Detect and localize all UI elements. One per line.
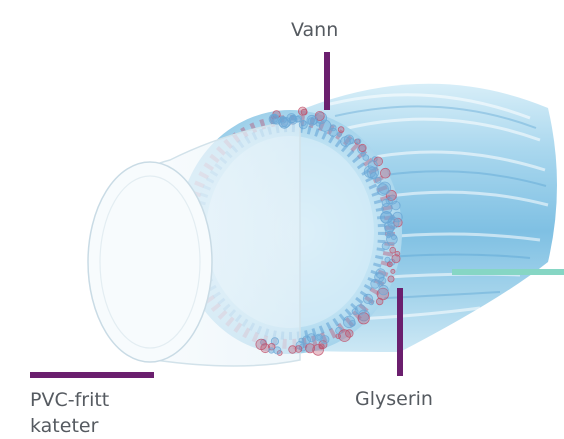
coating-bubble	[341, 137, 351, 147]
pvc-free-label-line1: PVC-fritt	[30, 387, 109, 413]
coating-bubble	[377, 184, 389, 196]
coating-bubble	[269, 348, 274, 353]
coating-bubble	[395, 251, 400, 256]
water-label: Vann	[291, 18, 338, 42]
water-callout-line	[324, 52, 330, 110]
glycerin-label: Glyserin	[355, 387, 433, 411]
coating-bubble	[382, 203, 392, 213]
coating-bubble	[356, 305, 366, 315]
glycerin-callout-line	[397, 288, 403, 376]
coating-bubble	[368, 161, 377, 170]
coating-bubble	[380, 168, 390, 178]
coating-bubble	[307, 115, 317, 125]
pvc-free-label-line2: kateter	[30, 413, 109, 439]
coating-bubble	[337, 132, 341, 136]
coating-bubble	[269, 114, 279, 124]
coating-bubble	[321, 336, 329, 344]
coating-callout-line	[452, 269, 564, 275]
coating-bubble	[369, 300, 374, 305]
coating-bubble	[346, 330, 354, 338]
coating-bubble	[295, 116, 301, 122]
coating-bubble	[384, 222, 394, 232]
coating-bubble	[382, 243, 389, 250]
coating-bubble	[388, 276, 394, 282]
coating-bubble	[303, 336, 311, 344]
pvc-free-callout-line	[30, 372, 154, 378]
coating-bubble	[392, 201, 401, 210]
coating-bubble	[298, 107, 306, 115]
coating-bubble	[390, 247, 396, 253]
coating-bubble	[295, 346, 302, 353]
coating-bubble	[370, 173, 377, 180]
coating-bubble	[338, 127, 344, 133]
coating-bubble	[319, 120, 330, 131]
pvc-free-catheter-label: PVC-fritt kateter	[30, 387, 109, 439]
coating-bubble	[359, 144, 366, 151]
coating-bubble	[387, 262, 392, 267]
coating-bubble	[375, 273, 384, 282]
coating-bubble	[301, 120, 306, 125]
coating-bubble	[379, 285, 389, 295]
coating-bubble	[391, 269, 395, 273]
coating-bubble	[350, 320, 356, 326]
pvc-free-tube	[88, 120, 300, 366]
coating-bubble	[363, 155, 369, 161]
coating-bubble	[356, 139, 361, 144]
coating-bubble	[313, 345, 324, 356]
